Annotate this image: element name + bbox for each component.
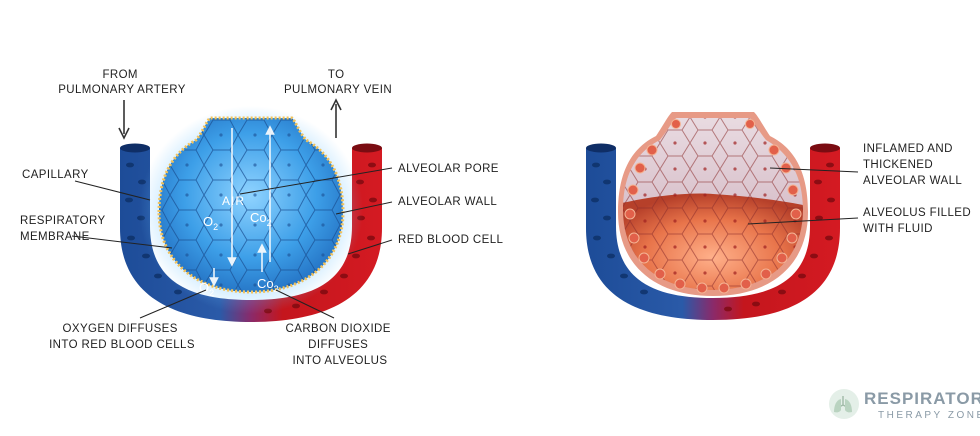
o2-inner-label: O2 — [203, 214, 218, 232]
label-co2-diffuses: CARBON DIOXIDE DIFFUSES INTO ALVEOLUS — [286, 323, 395, 367]
label-inflamed-wall: INFLAMED AND THICKENED ALVEOLAR WALL — [863, 143, 962, 187]
label-oxygen-diffuses: OXYGEN DIFFUSES INTO RED BLOOD CELLS — [49, 323, 195, 351]
label-to-vein: TO PULMONARY VEIN — [284, 69, 392, 96]
blood-cells — [125, 162, 182, 295]
label-capillary: CAPILLARY — [22, 169, 89, 181]
alveolus-normal — [159, 118, 343, 292]
label-filled-fluid: ALVEOLUS FILLED WITH FLUID — [863, 207, 975, 235]
o2-blood-label: O2 — [199, 280, 214, 298]
brand-name: RESPIRATORY — [864, 389, 980, 408]
brand-sub: THERAPY ZONE — [878, 410, 980, 421]
artery-flow-arrow — [118, 100, 130, 140]
label-from-artery: FROM PULMONARY ARTERY — [58, 69, 186, 96]
inflamed-alveolus-illustration: INFLAMED AND THICKENED ALVEOLAR WALL ALV… — [586, 112, 975, 320]
normal-alveolus-illustration: AIR O2 Co2 O2 Co2 FROM PULMONARY ARTERY — [20, 69, 504, 367]
leader-lines — [71, 167, 393, 319]
capillary-vessel-inflamed — [586, 148, 840, 320]
label-alveolar-pore: ALVEOLAR PORE — [398, 163, 499, 175]
label-respiratory-membrane: RESPIRATORY MEMBRANE — [20, 215, 109, 243]
co2-inner-label: Co2 — [250, 210, 272, 228]
lungs-icon — [829, 389, 859, 419]
alveolar-wall-outline — [157, 116, 345, 294]
label-alveolar-wall: ALVEOLAR WALL — [398, 196, 497, 208]
leader-lines-right — [747, 167, 859, 225]
brand-logo: RESPIRATORY THERAPY ZONE — [829, 389, 980, 421]
vein-flow-arrow — [330, 98, 342, 138]
air-flow-arrows — [209, 125, 275, 287]
air-label: AIR — [222, 194, 245, 208]
label-red-blood-cell: RED BLOOD CELL — [398, 234, 504, 246]
capillary-vessel — [120, 148, 382, 322]
co2-blood-label: Co2 — [257, 276, 279, 294]
inflamed-nodules — [624, 119, 802, 294]
